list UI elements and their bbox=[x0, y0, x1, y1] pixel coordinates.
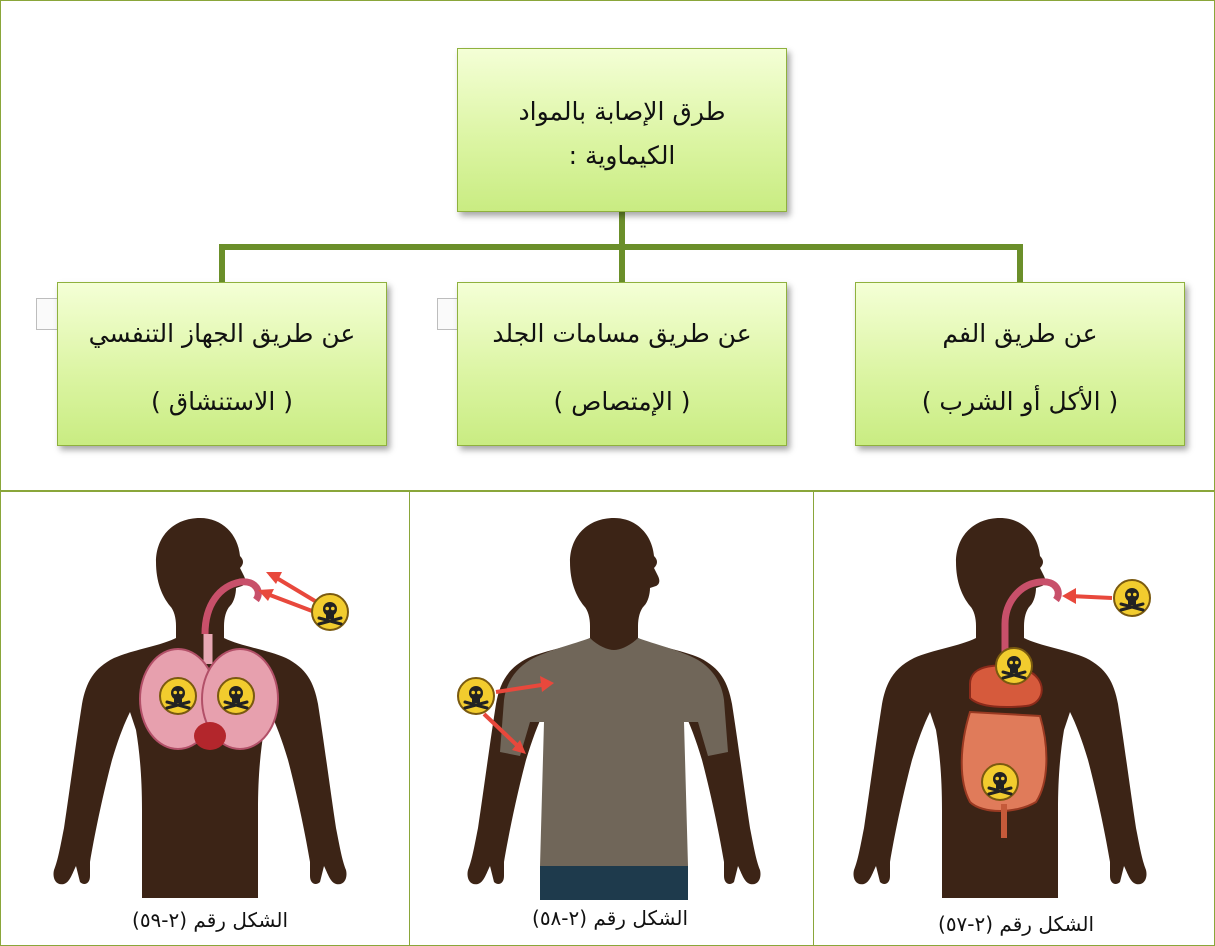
divider-horizontal bbox=[0, 490, 1215, 492]
pants bbox=[540, 866, 688, 900]
branch-title: عن طريق الفم bbox=[856, 319, 1184, 348]
ghost-shape bbox=[36, 298, 59, 330]
branch-subtitle: ( الاستنشاق ) bbox=[58, 387, 386, 416]
connector-branch-left bbox=[219, 244, 225, 284]
figure-caption-58: الشكل رقم (٢-٥٨) bbox=[460, 906, 760, 930]
root-box: طرق الإصابة بالمواد الكيماوية : bbox=[457, 48, 787, 212]
hazard-skull-icon bbox=[458, 678, 494, 714]
branch-subtitle: ( الإمتصاص ) bbox=[458, 387, 786, 416]
root-title-line1: طرق الإصابة بالمواد bbox=[458, 97, 786, 126]
hazard-skull-icon bbox=[996, 648, 1032, 684]
connector-branch-middle bbox=[619, 244, 625, 284]
figure-caption-57: الشكل رقم (٢-٥٧) bbox=[866, 912, 1166, 936]
divider-vertical-right bbox=[813, 492, 814, 946]
hazard-skull-icon bbox=[1114, 580, 1150, 616]
figure-absorption bbox=[420, 494, 800, 910]
figure-inhalation bbox=[30, 494, 400, 910]
figure-caption-59: الشكل رقم (٢-٥٩) bbox=[60, 908, 360, 932]
figure-ingestion bbox=[830, 494, 1200, 910]
branch-box-skin: عن طريق مسامات الجلد ( الإمتصاص ) bbox=[457, 282, 787, 446]
shirt bbox=[500, 638, 728, 866]
arrow-icon bbox=[1070, 596, 1112, 598]
connector-root-stem bbox=[619, 211, 625, 247]
hazard-skull-icon bbox=[218, 678, 254, 714]
hazard-skull-icon bbox=[982, 764, 1018, 800]
divider-vertical-left bbox=[409, 492, 410, 946]
hazard-skull-icon bbox=[312, 594, 348, 630]
branch-title: عن طريق الجهاز التنفسي bbox=[58, 319, 386, 348]
connector-branch-right bbox=[1017, 244, 1023, 284]
hazard-skull-icon bbox=[160, 678, 196, 714]
branch-title: عن طريق مسامات الجلد bbox=[458, 319, 786, 348]
root-title-line2: الكيماوية : bbox=[458, 141, 786, 170]
branch-subtitle: ( الأكل أو الشرب ) bbox=[856, 387, 1184, 416]
branch-box-mouth: عن طريق الفم ( الأكل أو الشرب ) bbox=[855, 282, 1185, 446]
heart bbox=[194, 722, 226, 750]
branch-box-respiratory: عن طريق الجهاز التنفسي ( الاستنشاق ) bbox=[57, 282, 387, 446]
